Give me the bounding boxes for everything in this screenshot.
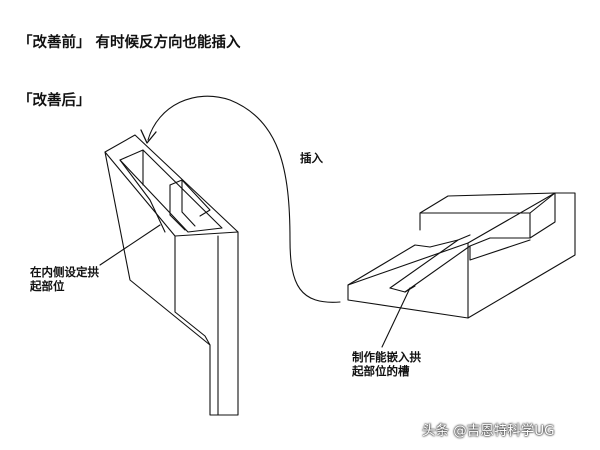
left-part-socket: [104, 134, 239, 416]
watermark: 头条 @吉恩特科学UG: [422, 423, 555, 439]
right-part-callout: 制作能嵌入拱起部位的槽: [352, 350, 421, 379]
heading-after: 「改善后」: [18, 92, 91, 109]
right-part-grooved-block: [347, 192, 576, 319]
left-part-callout: 在内侧设定拱起部位: [30, 265, 99, 294]
heading-before: 「改善前」 有时候反方向也能插入: [18, 34, 241, 51]
callout-line-right: [381, 287, 411, 348]
callout-line-left: [99, 224, 161, 266]
insert-arrow: [147, 95, 341, 303]
insert-label: 插入: [300, 151, 323, 165]
insert-arrowhead: [140, 129, 157, 144]
